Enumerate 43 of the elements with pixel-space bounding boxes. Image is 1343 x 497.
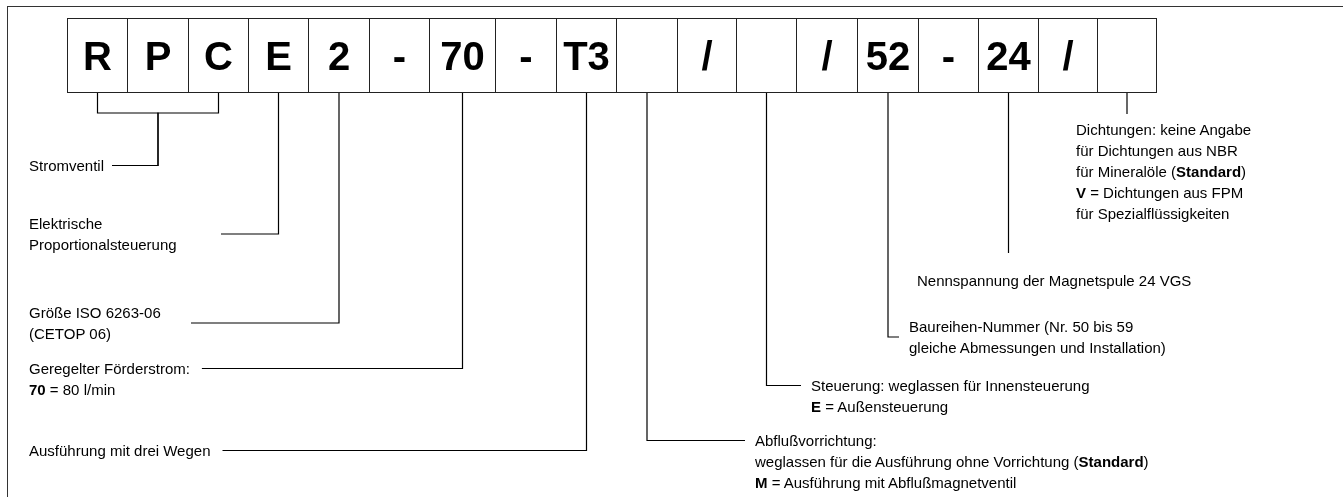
- code-cell: [616, 18, 678, 93]
- description-text: E = Außensteuerung: [811, 397, 949, 417]
- description-text: Steuerung: weglassen für Innensteuerung: [811, 376, 1090, 396]
- code-cell: [736, 18, 797, 93]
- code-cell: 2: [308, 18, 370, 93]
- description-text: M = Ausführung mit Abflußmagnetventil: [755, 473, 1017, 493]
- description-text: V = Dichtungen aus FPM für Spezialflüssigkeiten: [1076, 183, 1245, 224]
- leader-line: [1007, 92, 1010, 254]
- description-text: 70 = 80 l/min: [29, 380, 116, 400]
- leader-line: [220, 92, 280, 235]
- description-text: Abflußvorrichtung:: [755, 431, 877, 451]
- description-text: Dichtungen: keine Angabe für Dichtungen aus NBR für Mineralöle (Standard): [1076, 120, 1253, 182]
- description-text: Ausführung mit drei Wegen: [29, 441, 211, 461]
- code-cell: -: [369, 18, 430, 93]
- leader-line: [111, 92, 220, 167]
- description-text: Baureihen-Nummer (Nr. 50 bis 59 gleiche Abmessungen und Installation): [909, 317, 1167, 358]
- description-text: Größe ISO 6263-06 (CETOP 06): [29, 303, 162, 344]
- code-cell: E: [248, 18, 309, 93]
- code-cell: P: [127, 18, 189, 93]
- description-text: Geregelter Förderstrom:: [29, 359, 190, 379]
- code-cell: /: [677, 18, 737, 93]
- leader-line: [1126, 92, 1128, 115]
- code-cell: [1097, 18, 1157, 93]
- leader-line: [646, 92, 746, 442]
- description-text: Elektrische Proportionalsteuerung: [29, 214, 178, 255]
- code-cell: -: [918, 18, 979, 93]
- description-text: weglassen für die Ausführung ohne Vorrichtung (Standard): [755, 452, 1149, 472]
- code-cell: R: [67, 18, 128, 93]
- description-text: Nennspannung der Magnetspule 24 VGS: [917, 271, 1192, 291]
- leader-line: [190, 92, 340, 324]
- code-cell: /: [1038, 18, 1098, 93]
- code-cell: /: [796, 18, 858, 93]
- code-cell: C: [188, 18, 249, 93]
- description-text: Stromventil: [29, 156, 105, 176]
- code-cell: 24: [978, 18, 1039, 93]
- leader-line: [887, 92, 900, 338]
- code-cell: 52: [857, 18, 919, 93]
- leader-line: [201, 92, 464, 370]
- code-cell: -: [495, 18, 557, 93]
- leader-line: [765, 92, 802, 387]
- code-cell: 70: [429, 18, 496, 93]
- code-cell: T3: [556, 18, 617, 93]
- leader-line: [221, 92, 588, 452]
